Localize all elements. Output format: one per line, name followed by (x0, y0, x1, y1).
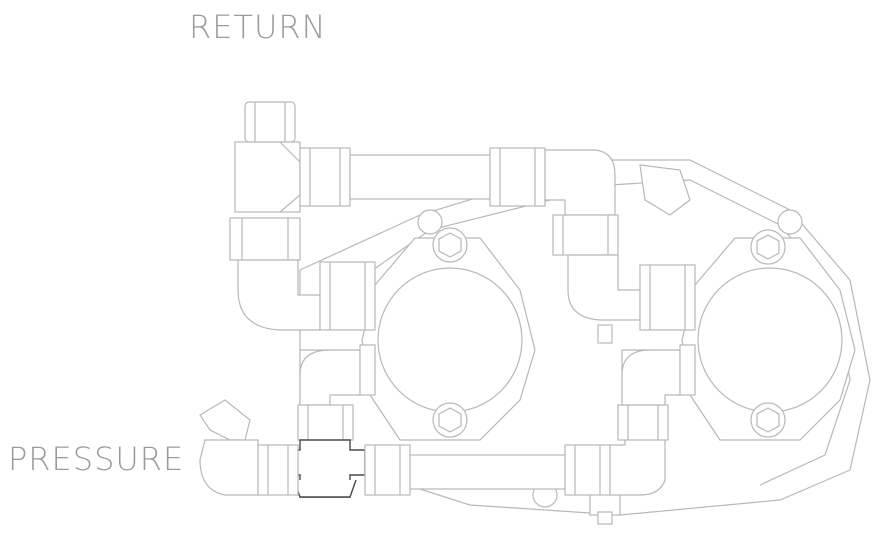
pressure-line (364, 344, 696, 496)
left-flange (361, 227, 536, 441)
pressure-inlet-fitting (199, 399, 299, 496)
return-line (234, 101, 696, 344)
return-label: RETURN (189, 8, 327, 46)
left-return-drop (229, 217, 376, 331)
right-flange (681, 229, 856, 441)
pressure-label: PRESSURE (8, 440, 185, 478)
pressure-tee-assembly (284, 344, 376, 498)
